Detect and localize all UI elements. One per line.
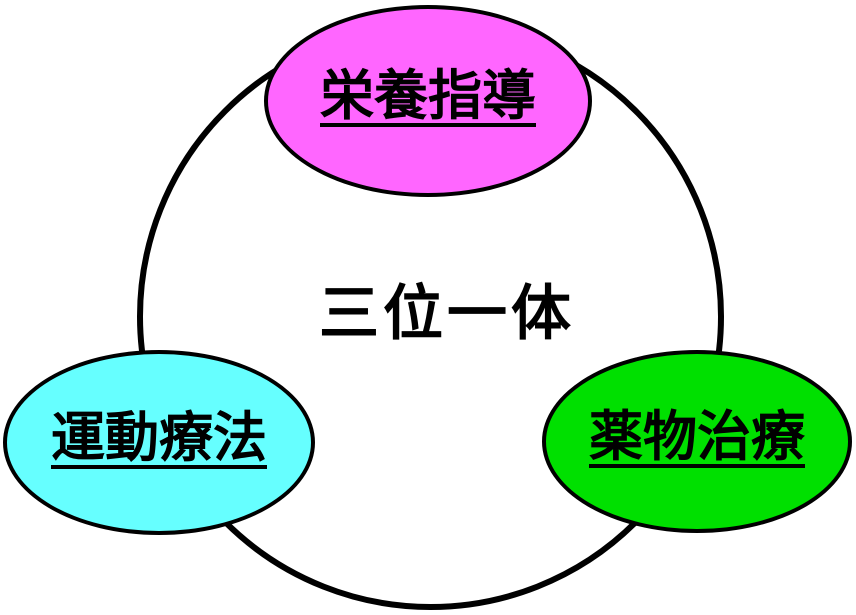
node-drug-treatment: 薬物治療	[542, 350, 852, 533]
node-nutrition-guidance: 栄養指導	[264, 5, 592, 197]
node-exercise-therapy-label: 運動療法	[51, 407, 267, 468]
node-drug-treatment-label: 薬物治療	[589, 406, 805, 467]
node-exercise-therapy: 運動療法	[3, 350, 315, 535]
node-nutrition-guidance-label: 栄養指導	[320, 66, 536, 126]
center-title: 三位一体	[319, 280, 575, 347]
